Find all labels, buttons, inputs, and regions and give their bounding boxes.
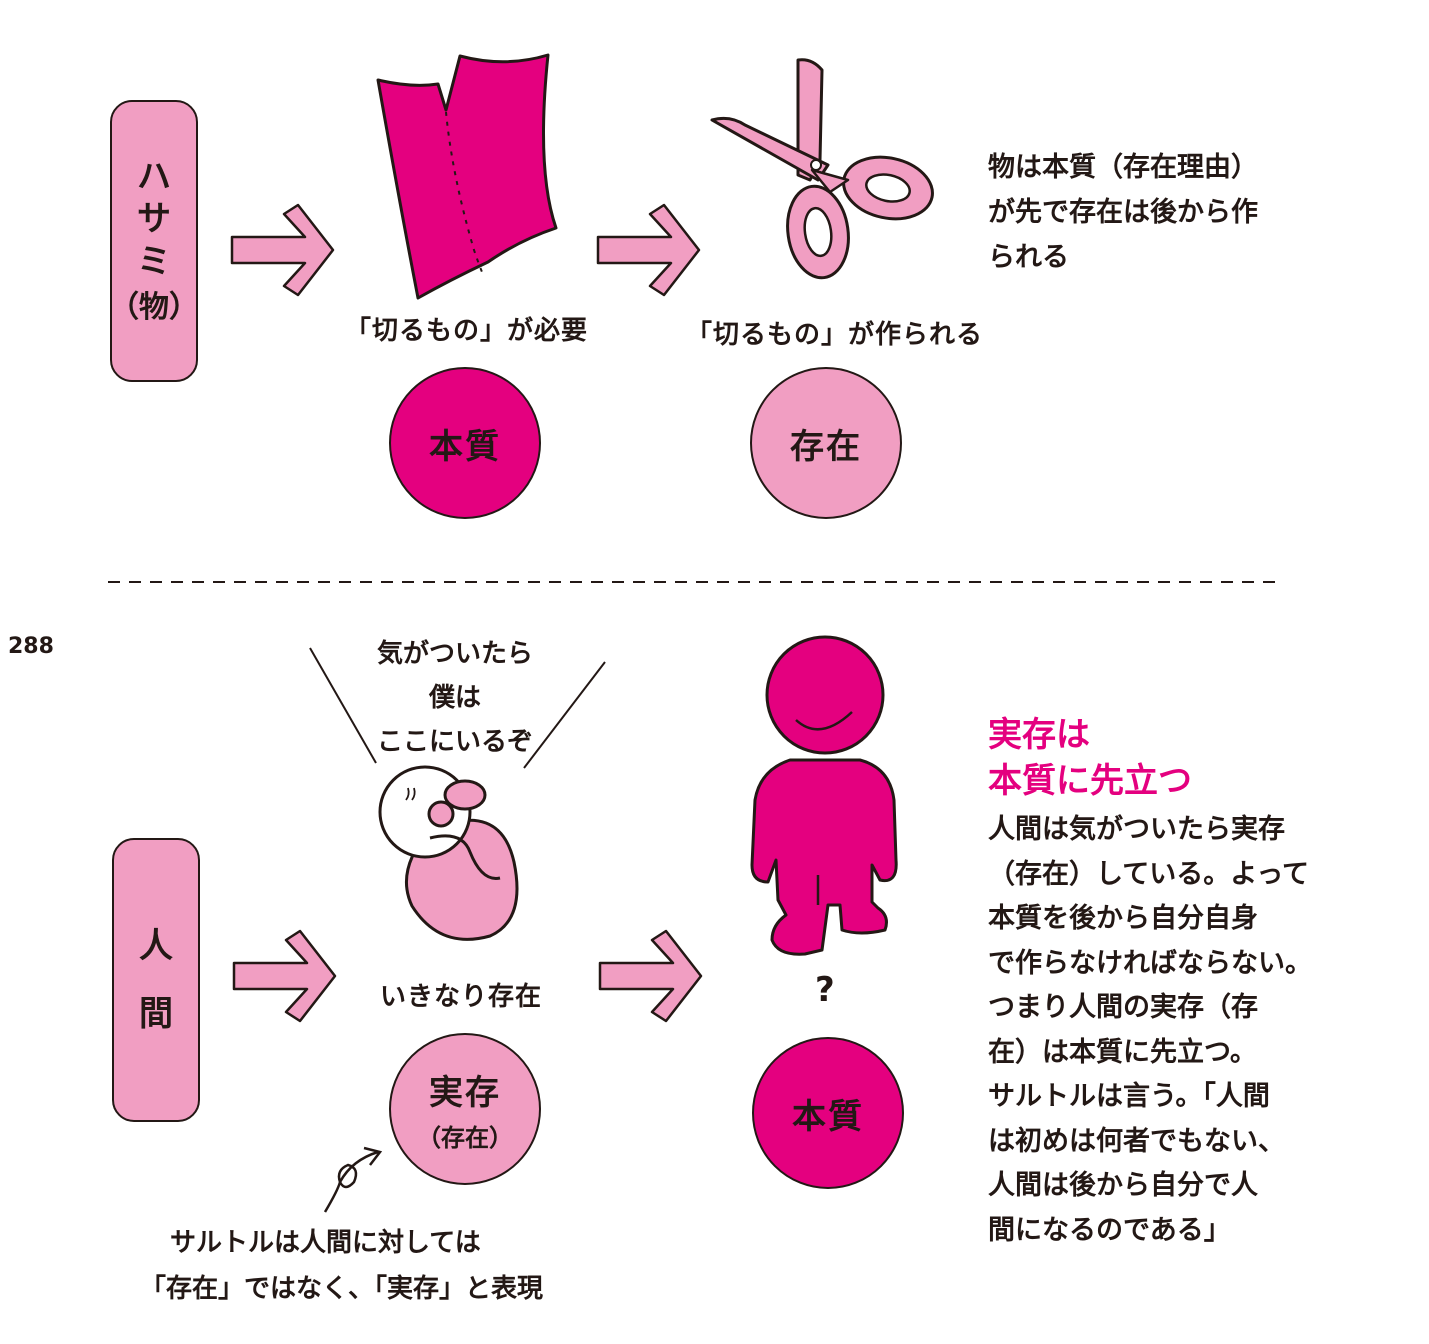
text-line: で作らなければならない。	[988, 942, 1312, 987]
text-line: 僕は	[350, 676, 560, 720]
circle-label: 存在	[790, 419, 862, 468]
text-line: つまり人間の実存（存	[988, 986, 1312, 1031]
subject-char: （物）	[109, 289, 199, 327]
text-line: 物は本質（存在理由）	[988, 145, 1258, 190]
top-explanation: 物は本質（存在理由） が先で存在は後から作 られる	[988, 145, 1258, 280]
subject-char: サ	[137, 198, 171, 241]
heading-line: 実存は	[988, 712, 1192, 758]
pointer-arrow-icon	[325, 1148, 380, 1212]
text-line: 在）は本質に先立つ。	[988, 1031, 1312, 1076]
text-line: 本質を後から自分自身	[988, 897, 1312, 942]
text-line: が先で存在は後から作	[988, 190, 1258, 235]
caption-cutter-made: 「切るもの」が作られる	[686, 314, 983, 351]
right-arrow-icon	[598, 205, 699, 295]
circle-sublabel: （存在）	[417, 1118, 513, 1153]
text-line: 気がついたら	[350, 632, 560, 676]
caption-need-cutter: 「切るもの」が必要	[345, 310, 588, 347]
text-line: 間になるのである」	[988, 1209, 1312, 1254]
person-icon	[752, 637, 896, 954]
subject-char: ハ	[137, 156, 171, 199]
text-line: られる	[988, 235, 1258, 280]
circle-existence-top: 存在	[750, 367, 902, 519]
circle-label: 本質	[792, 1089, 864, 1138]
text-line: （存在）している。よって	[988, 853, 1312, 898]
subject-char: ミ	[137, 241, 171, 284]
sartre-note: サルトルは人間に対しては 「存在」ではなく、「実存」と表現	[140, 1220, 543, 1312]
heading-line: 本質に先立つ	[988, 758, 1192, 804]
subject-pill-human: 人 間	[112, 838, 200, 1122]
section-heading: 実存は 本質に先立つ	[988, 712, 1192, 804]
page-number: 288	[8, 634, 54, 659]
question-mark: ?	[815, 970, 835, 1010]
text-line: サルトルは人間に対しては	[140, 1220, 543, 1266]
text-line: サルトルは言う。「人間	[988, 1075, 1312, 1120]
bottom-explanation: 人間は気がついたら実存 （存在）している。よって 本質を後から自分自身 で作らな…	[988, 808, 1312, 1253]
circle-jitsuzon: 実存 （存在）	[389, 1033, 541, 1185]
right-arrow-icon	[232, 205, 333, 295]
circle-label: 本質	[429, 419, 501, 468]
scissors-icon	[712, 60, 938, 282]
text-line: ここにいるぞ	[350, 720, 560, 764]
text-line: 人間は気がついたら実存	[988, 808, 1312, 853]
caption-sudden-existence: いきなり存在	[380, 976, 542, 1013]
subject-char: 間	[139, 993, 173, 1036]
text-line: は初めは何者でもない、	[988, 1120, 1312, 1165]
right-arrow-icon	[600, 931, 701, 1021]
circle-essence-top: 本質	[389, 367, 541, 519]
subject-pill-scissors: ハ サ ミ （物）	[110, 100, 198, 382]
text-line: 「存在」ではなく、「実存」と表現	[140, 1266, 543, 1312]
right-arrow-icon	[234, 931, 335, 1021]
circle-label: 実存	[429, 1065, 501, 1114]
circle-essence-bottom: 本質	[752, 1037, 904, 1189]
baby-icon	[380, 767, 517, 939]
speech-bubble-text: 気がついたら 僕は ここにいるぞ	[350, 632, 560, 764]
paper-icon	[378, 55, 556, 298]
text-line: 人間は後から自分で人	[988, 1164, 1312, 1209]
subject-char: 人	[139, 925, 173, 968]
